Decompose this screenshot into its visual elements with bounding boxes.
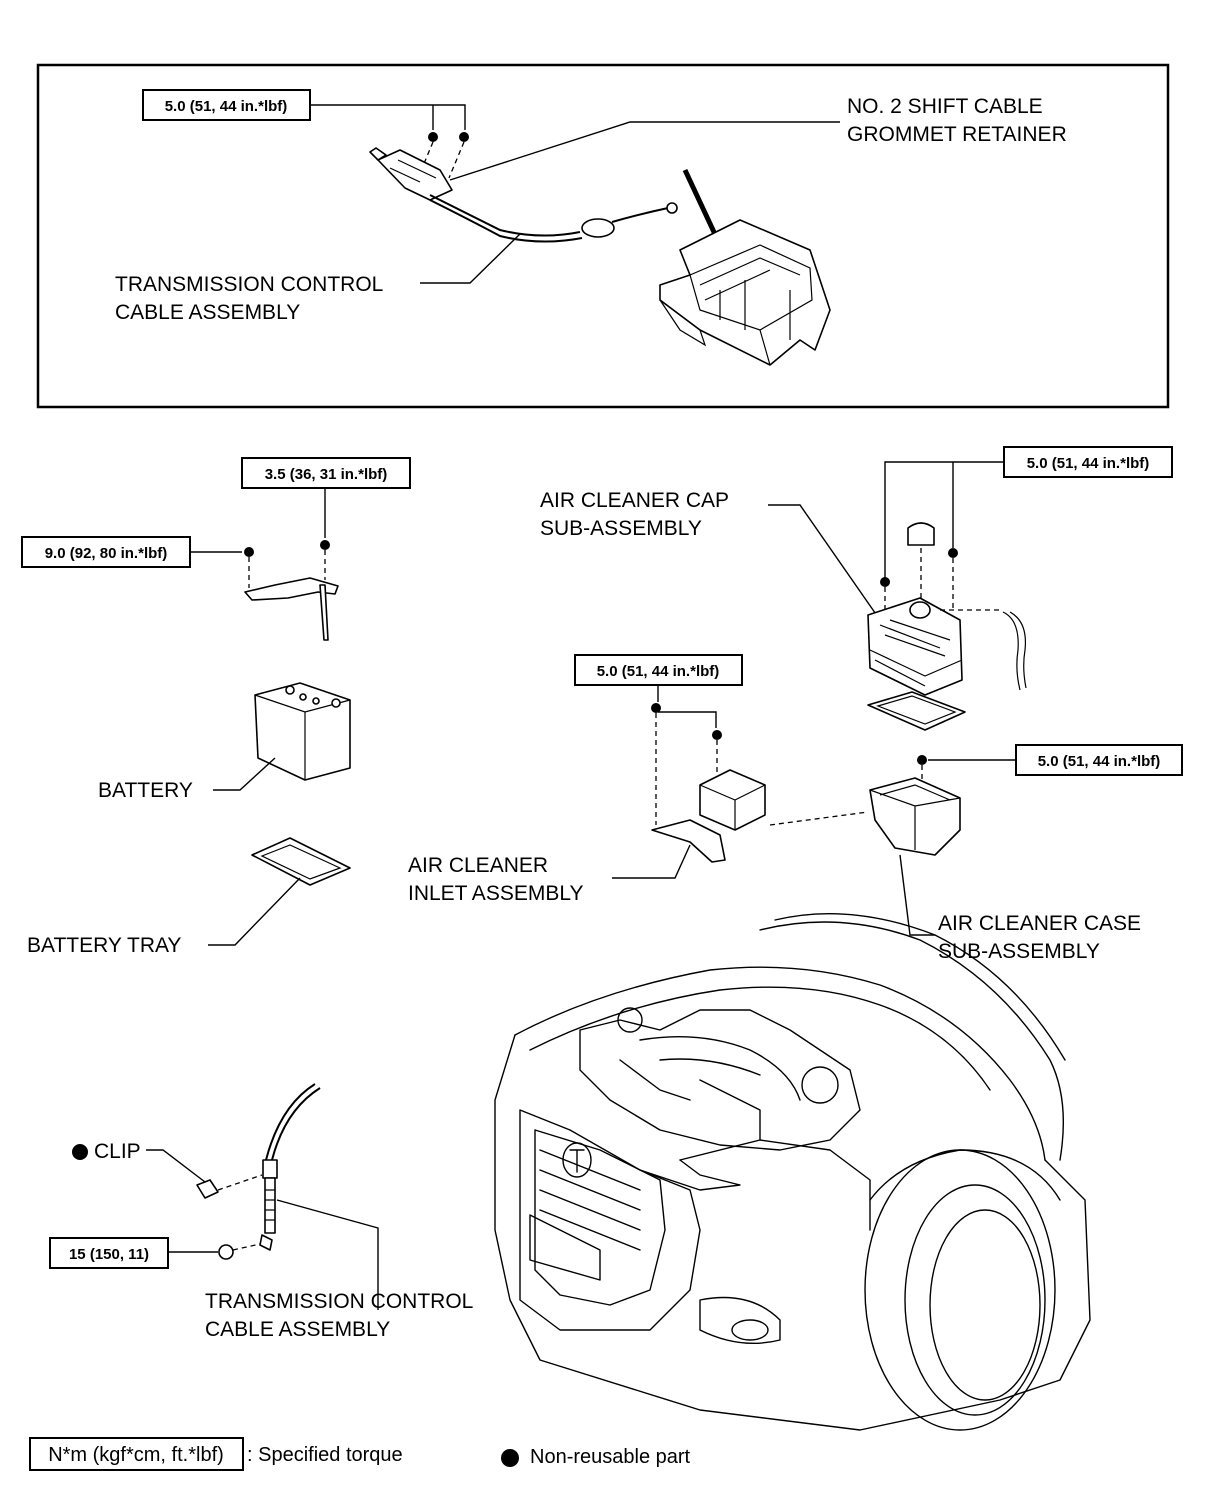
svg-text:3.5 (36, 31 in.*lbf): 3.5 (36, 31 in.*lbf) [265,466,388,483]
battery-part [254,682,351,781]
shift-lever-assembly-part [659,168,831,366]
svg-text:AIR CLEANER: AIR CLEANER [408,854,548,877]
air-cleaner-cap-label: AIR CLEANER CAP SUB-ASSEMBLY [540,489,881,621]
legend-nonreusable-desc: Non-reusable part [530,1446,691,1468]
legend: N*m (kgf*cm, ft.*lbf) : Specified torque… [29,1437,691,1471]
svg-text:GROMMET RETAINER: GROMMET RETAINER [847,123,1067,146]
svg-text:TRANSMISSION CONTROL: TRANSMISSION CONTROL [115,273,383,296]
air-cleaner-inlet-part [651,769,869,863]
torque-value: 5.0 (51, 44 in.*lbf) [165,98,288,115]
svg-text:15 (150, 11): 15 (150, 11) [69,1246,149,1263]
transmission-control-cable-top-part [429,194,678,243]
air-cleaner-inlet-bolts-torque-callout: 5.0 (51, 44 in.*lbf) [574,654,743,825]
svg-text:INLET ASSEMBLY: INLET ASSEMBLY [408,882,583,905]
air-cleaner-case-label: AIR CLEANER CASE SUB-ASSEMBLY [899,854,1141,963]
non-reusable-marker [72,1144,88,1160]
svg-text:SUB-ASSEMBLY: SUB-ASSEMBLY [540,517,702,540]
svg-text:5.0 (51, 44 in.*lbf): 5.0 (51, 44 in.*lbf) [1027,455,1150,472]
svg-text:5.0 (51, 44 in.*lbf): 5.0 (51, 44 in.*lbf) [597,663,720,680]
clip-part [196,1174,263,1199]
svg-text:BATTERY TRAY: BATTERY TRAY [27,934,181,957]
transmission-control-cable-top-label: TRANSMISSION CONTROL CABLE ASSEMBLY [115,233,521,324]
transmission-control-cable-bottom-label: TRANSMISSION CONTROL CABLE ASSEMBLY [205,1199,473,1341]
shift-cable-bolts-torque-callout: 5.0 (51, 44 in.*lbf) [142,89,466,130]
svg-text:CLIP: CLIP [94,1140,141,1163]
legend-non-reusable-icon [501,1449,519,1467]
air-cleaner-case-bolt-torque-callout: 5.0 (51, 44 in.*lbf) [917,744,1183,790]
shift-lever-inset-frame [36,63,1170,409]
svg-text:NO. 2 SHIFT CABLE: NO. 2 SHIFT CABLE [847,95,1043,118]
air-cleaner-filter-element-part [867,691,966,731]
shift-cable-grommet-retainer-part [369,132,469,201]
air-cleaner-inlet-label: AIR CLEANER INLET ASSEMBLY [408,844,691,905]
air-cleaner-cap-bolts-torque-callout: 5.0 (51, 44 in.*lbf) [880,446,1173,612]
svg-text:AIR CLEANER CAP: AIR CLEANER CAP [540,489,729,512]
svg-text:SUB-ASSEMBLY: SUB-ASSEMBLY [938,940,1100,963]
cable-nut-torque-callout: 15 (150, 11) [49,1237,261,1269]
air-cleaner-cap-part [867,522,1027,696]
transmission-control-cable-bottom-part [259,1083,321,1251]
vehicle-front-illustration [494,912,1091,1431]
svg-text:AIR CLEANER CASE: AIR CLEANER CASE [938,912,1141,935]
svg-text:9.0 (92, 80 in.*lbf): 9.0 (92, 80 in.*lbf) [45,545,168,562]
battery-label: BATTERY [98,757,276,802]
svg-text:CABLE ASSEMBLY: CABLE ASSEMBLY [205,1318,390,1341]
svg-text:TRANSMISSION CONTROL: TRANSMISSION CONTROL [205,1290,473,1313]
battery-clamp-part [244,577,339,641]
battery-tray-part [251,837,351,886]
clip-label: CLIP [72,1140,206,1183]
svg-text:CABLE ASSEMBLY: CABLE ASSEMBLY [115,301,300,324]
battery-clamp-nut-torque-callout: 3.5 (36, 31 in.*lbf) [241,457,411,580]
legend-torque-key: N*m (kgf*cm, ft.*lbf) [48,1444,224,1466]
battery-clamp-bolt-torque-callout: 9.0 (92, 80 in.*lbf) [21,536,254,588]
svg-text:BATTERY: BATTERY [98,779,193,802]
air-cleaner-case-part [869,777,961,856]
svg-text:5.0 (51, 44 in.*lbf): 5.0 (51, 44 in.*lbf) [1038,753,1161,770]
no2-shift-cable-grommet-retainer-label: NO. 2 SHIFT CABLE GROMMET RETAINER [449,95,1067,181]
legend-torque-desc: : Specified torque [247,1444,403,1466]
battery-tray-label: BATTERY TRAY [27,877,301,957]
